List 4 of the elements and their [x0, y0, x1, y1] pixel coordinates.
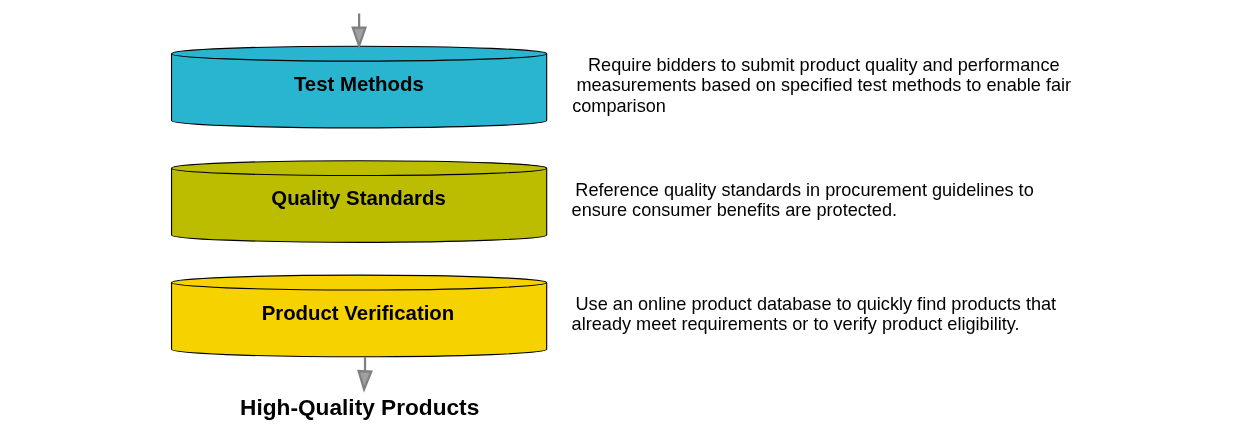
node-label: Reference quality standards in procurement guidelines to ensure consumer benefits are protected.: [571, 179, 1034, 221]
node-label: Use an online product database to quickly find products that already meet requirements or to verify product eligibility.: [571, 294, 1056, 335]
node-text: High-Quality Products: [239, 393, 479, 420]
node-label: Require bidders to submit product quality and performance measurements based on specified test methods to enable fair comparison: [571, 54, 1071, 116]
